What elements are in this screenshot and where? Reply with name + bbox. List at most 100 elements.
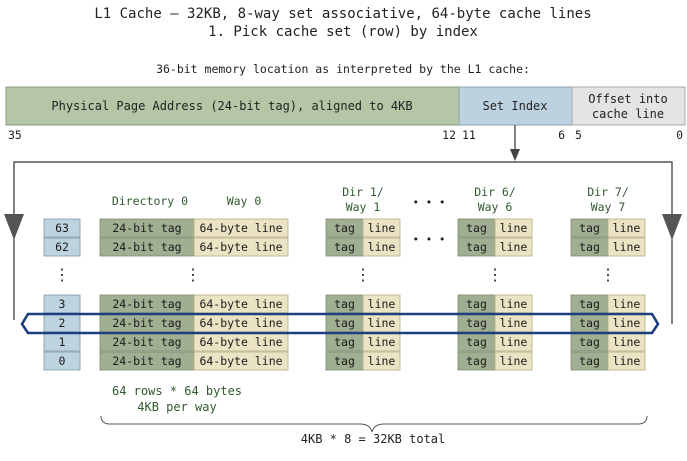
way0-line-63-label: 64-byte line xyxy=(199,221,282,235)
way1-line-2-label: line xyxy=(368,316,396,330)
way0-line-62-box xyxy=(193,237,289,257)
address-index-field xyxy=(458,86,573,126)
address-tag-field xyxy=(5,86,460,126)
way6-line-0-box xyxy=(494,351,533,371)
way0-vertical-ellipsis: ⋮ xyxy=(185,265,201,284)
way6-line-0-label: line xyxy=(500,354,528,368)
way0-way-header: Way 0 xyxy=(227,194,262,208)
way1-tag-62-label: tag xyxy=(334,240,355,254)
set-index-2-label: 2 xyxy=(59,316,66,330)
way1-line-62-label: line xyxy=(368,240,396,254)
way0-line-3-label: 64-byte line xyxy=(199,297,282,311)
way1-line-0-label: line xyxy=(368,354,396,368)
way7-line-1-label: line xyxy=(613,335,641,349)
address-offset-label-2: cache line xyxy=(592,107,664,121)
title-line-1: L1 Cache – 32KB, 8-way set associative, … xyxy=(94,6,591,22)
way0-tag-3-label: 24-bit tag xyxy=(112,297,181,311)
way7-tag-3-label: tag xyxy=(579,297,600,311)
way7-line-63-label: line xyxy=(613,221,641,235)
set-index-0-label: 0 xyxy=(59,354,66,368)
way6-line-3-label: line xyxy=(500,297,528,311)
way7-line-63-box xyxy=(607,218,646,238)
set-index-62-label: 62 xyxy=(55,240,69,254)
way7-line-62-box xyxy=(607,237,646,257)
way7-vertical-ellipsis: ⋮ xyxy=(600,265,616,284)
way0-tag-63-label: 24-bit tag xyxy=(112,221,181,235)
right-down-arrow xyxy=(662,214,682,240)
distribution-lines xyxy=(13,161,673,324)
total-brace xyxy=(100,415,648,433)
way1-header-2: Way 1 xyxy=(346,200,381,214)
way6-tag-63-label: tag xyxy=(466,221,487,235)
way0-line-0-box xyxy=(193,351,289,371)
way1-line-63-label: line xyxy=(368,221,396,235)
way7-line-0-label: line xyxy=(613,354,641,368)
way1-vertical-ellipsis: ⋮ xyxy=(355,265,371,284)
way0-line-62-label: 64-byte line xyxy=(199,240,282,254)
way0-tag-1-label: 24-bit tag xyxy=(112,335,181,349)
way0-line-2-label: 64-byte line xyxy=(199,316,282,330)
way6-line-62-box xyxy=(494,237,533,257)
bit-35: 35 xyxy=(8,128,22,142)
way7-header-1: Dir 7/ xyxy=(587,185,629,199)
way0-tag-62-label: 24-bit tag xyxy=(112,240,181,254)
way6-tag-0-label: tag xyxy=(466,354,487,368)
way-size-note-1: 64 rows * 64 bytes xyxy=(112,384,242,398)
way1-tag-63-label: tag xyxy=(334,221,355,235)
way6-line-63-label: line xyxy=(500,221,528,235)
bit-5: 5 xyxy=(575,128,582,142)
way1-tag-2-label: tag xyxy=(334,316,355,330)
way0-line-63-box xyxy=(193,218,289,238)
set-index-0-box xyxy=(43,351,81,371)
way6-line-1-label: line xyxy=(500,335,528,349)
way1-line-1-label: line xyxy=(368,335,396,349)
way7-tag-62-label: tag xyxy=(579,240,600,254)
left-down-arrow xyxy=(4,214,24,240)
way1-line-0-box xyxy=(362,351,401,371)
address-tag-label: Physical Page Address (24-bit tag), alig… xyxy=(51,99,412,113)
address-index-label: Set Index xyxy=(482,99,547,113)
way0-tag-2-label: 24-bit tag xyxy=(112,316,181,330)
way0-dir-header: Directory 0 xyxy=(112,194,188,208)
way-size-note-2: 4KB per way xyxy=(137,400,216,414)
way0-line-1-label: 64-byte line xyxy=(199,335,282,349)
address-offset-label-1: Offset into xyxy=(588,92,667,106)
way6-line-62-label: line xyxy=(500,240,528,254)
set-index-63-label: 63 xyxy=(55,221,69,235)
way1-line-62-box xyxy=(362,237,401,257)
way7-tag-63-label: tag xyxy=(579,221,600,235)
way1-header-1: Dir 1/ xyxy=(342,185,384,199)
selected-set-highlight xyxy=(20,312,660,335)
way6-line-2-label: line xyxy=(500,316,528,330)
bit-12: 12 xyxy=(442,128,456,142)
way6-tag-3-label: tag xyxy=(466,297,487,311)
way7-tag-1-label: tag xyxy=(579,335,600,349)
way6-tag-1-label: tag xyxy=(466,335,487,349)
set-index-63-box xyxy=(43,218,81,238)
title-line-2: 1. Pick cache set (row) by index xyxy=(208,24,478,40)
address-caption: 36-bit memory location as interpreted by… xyxy=(156,62,530,76)
total-note: 4KB * 8 = 32KB total xyxy=(301,432,446,446)
way6-tag-62-label: tag xyxy=(466,240,487,254)
way1-line-3-label: line xyxy=(368,297,396,311)
way7-line-2-label: line xyxy=(613,316,641,330)
way0-line-0-label: 64-byte line xyxy=(199,354,282,368)
way6-vertical-ellipsis: ⋮ xyxy=(487,265,503,284)
way7-header-2: Way 7 xyxy=(591,200,626,214)
way6-header-2: Way 6 xyxy=(478,200,513,214)
index-arrow xyxy=(510,125,520,161)
ways-ellipsis-header: • • • xyxy=(412,196,445,209)
way7-line-62-label: line xyxy=(613,240,641,254)
way6-header-1: Dir 6/ xyxy=(474,185,516,199)
way1-tag-3-label: tag xyxy=(334,297,355,311)
way6-tag-2-label: tag xyxy=(466,316,487,330)
index-vertical-ellipsis: ⋮ xyxy=(54,265,70,284)
set-index-1-label: 1 xyxy=(59,335,66,349)
